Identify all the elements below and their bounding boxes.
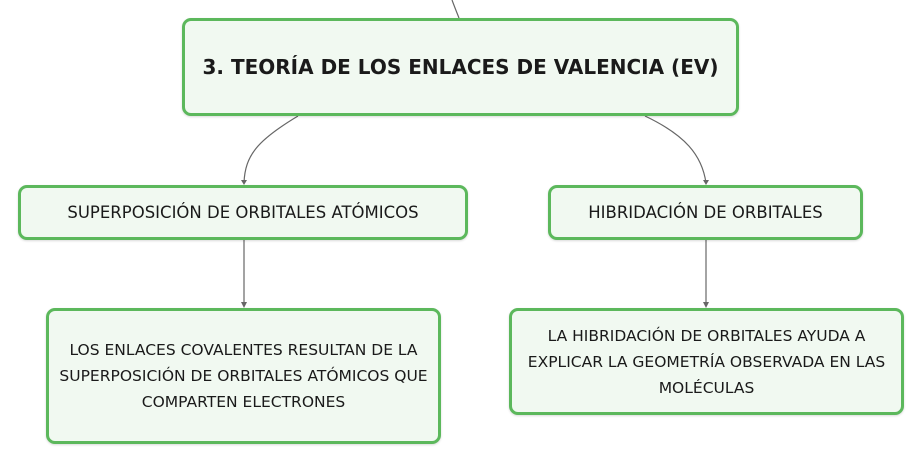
arrowhead-left-branch [241,180,247,185]
description-node-superposicion[interactable]: LOS ENLACES COVALENTES RESULTAN DE LA SU… [46,308,441,444]
branch-label-superposicion: SUPERPOSICIÓN DE ORBITALES ATÓMICOS [67,203,419,222]
connector-main-to-right [644,115,707,184]
arrowhead-left-desc [241,302,247,308]
main-topic-label: 3. TEORÍA DE LOS ENLACES DE VALENCIA (EV… [202,55,719,79]
main-topic-node[interactable]: 3. TEORÍA DE LOS ENLACES DE VALENCIA (EV… [182,18,739,116]
description-text-superposicion: LOS ENLACES COVALENTES RESULTAN DE LA SU… [59,341,428,411]
branch-node-superposicion[interactable]: SUPERPOSICIÓN DE ORBITALES ATÓMICOS [18,185,468,240]
description-text-hibridacion: LA HIBRIDACIÓN DE ORBITALES AYUDA A EXPL… [527,326,886,397]
description-node-hibridacion[interactable]: LA HIBRIDACIÓN DE ORBITALES AYUDA A EXPL… [509,308,904,415]
arrowhead-right-desc [703,302,709,308]
branch-label-hibridacion: HIBRIDACIÓN DE ORBITALES [588,203,823,222]
branch-node-hibridacion[interactable]: HIBRIDACIÓN DE ORBITALES [548,185,863,240]
arrowhead-right-branch [703,180,709,185]
connector-main-to-left [243,115,299,184]
connector-parent-to-main [451,0,460,19]
